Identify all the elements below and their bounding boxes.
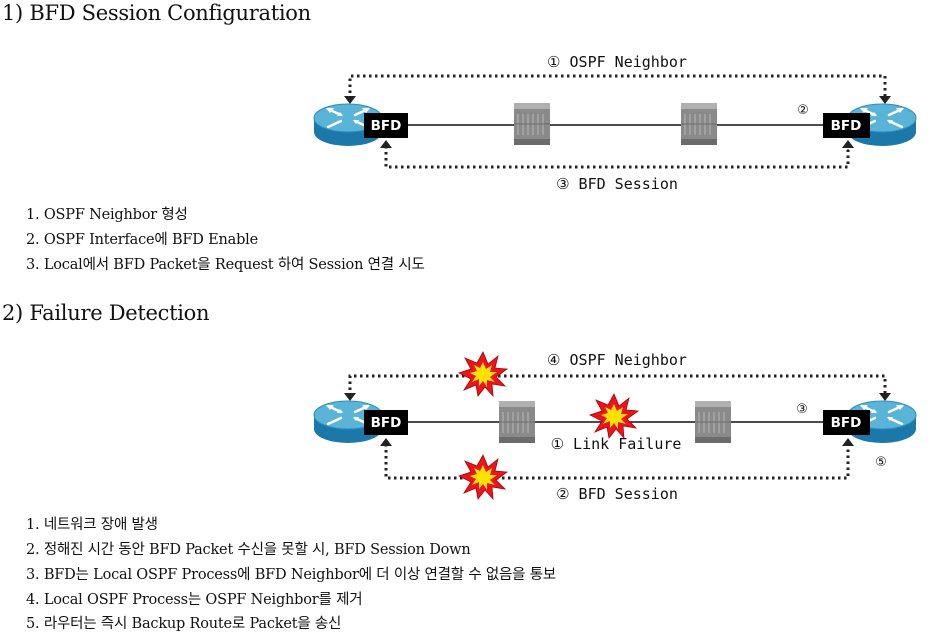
switch-icon-1: [498, 400, 536, 444]
bfd-label-left: BFD: [371, 118, 402, 134]
explosion-icon-link: [589, 393, 639, 439]
step-marker-2: ②: [797, 103, 809, 118]
section2-step-1: 1. 네트워크 장애 발생: [26, 517, 158, 533]
section1-step-1: 1. OSPF Neighbor 형성: [26, 207, 188, 223]
switch-icon-2: [680, 102, 718, 146]
ospf-neighbor-path: [348, 374, 887, 396]
diagram-2: BFD BFD ④ OSPF Neighbor ① Link Failure ②…: [312, 351, 918, 503]
arrowhead-icon: [879, 393, 891, 401]
ospf-neighbor-label: ① OSPF Neighbor: [547, 53, 687, 71]
arrowhead-icon: [344, 96, 356, 104]
arrowhead-icon: [380, 140, 392, 148]
section2-heading: 2) Failure Detection: [2, 301, 210, 325]
ospf-neighbor-label: ④ OSPF Neighbor: [547, 351, 687, 369]
bfd-session-label: ③ BFD Session: [556, 175, 678, 193]
section2-step-5: 5. 라우터는 즉시 Backup Route로 Packet을 송신: [26, 616, 342, 632]
bfd-label-right: BFD: [831, 118, 862, 134]
explosion-icon-bfd: [458, 454, 508, 500]
ospf-neighbor-path: [348, 74, 887, 99]
step-marker-3: ③: [796, 402, 808, 417]
bfd-box-right: [823, 410, 870, 435]
bfd-label-right: BFD: [831, 415, 862, 431]
arrowhead-icon: [879, 96, 891, 104]
diagram-1: BFD BFD ① OSPF Neighbor ③ BFD Session ②: [312, 53, 918, 193]
section2-step-2: 2. 정해진 시간 동안 BFD Packet 수신을 못할 시, BFD Se…: [26, 542, 471, 558]
arrowhead-icon: [842, 140, 854, 148]
switch-icon-1: [513, 102, 551, 146]
switch-icon-2: [694, 400, 732, 444]
bfd-label-left: BFD: [371, 415, 402, 431]
bfd-box-left: [364, 113, 408, 138]
step-marker-5: ⑤: [875, 455, 887, 470]
bfd-session-path: [384, 146, 850, 169]
explosion-icon-ospf: [458, 351, 508, 397]
bfd-session-path: [384, 444, 850, 480]
section1-heading: 1) BFD Session Configuration: [2, 1, 311, 25]
section1-step-2: 2. OSPF Interface에 BFD Enable: [26, 232, 258, 248]
bfd-box-right: [823, 113, 870, 138]
section2-step-3: 3. BFD는 Local OSPF Process에 BFD Neighbor…: [26, 567, 556, 583]
bfd-session-label: ② BFD Session: [556, 485, 678, 503]
section2-step-4: 4. Local OSPF Process는 OSPF Neighbor를 제거: [26, 592, 363, 608]
arrowhead-icon: [344, 393, 356, 401]
arrowhead-icon: [842, 438, 854, 446]
link-failure-label: ① Link Failure: [551, 435, 682, 453]
arrowhead-icon: [380, 438, 392, 446]
section1-step-3: 3. Local에서 BFD Packet을 Request 하여 Sessio…: [26, 257, 425, 273]
bfd-box-left: [364, 410, 408, 435]
